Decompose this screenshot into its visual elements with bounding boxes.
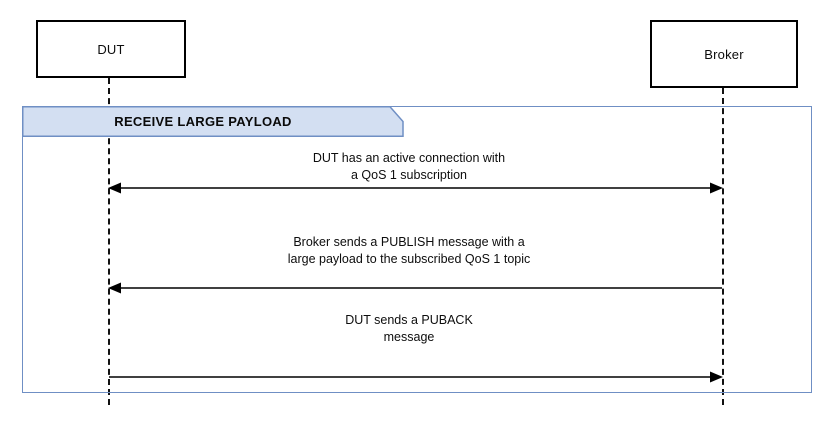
lifeline-broker: [722, 88, 724, 405]
participant-label-broker: Broker: [704, 46, 744, 62]
fragment-header-shape: [22, 106, 404, 137]
participant-label-dut: DUT: [97, 41, 125, 57]
message-3-arrow-right: [109, 371, 723, 383]
participant-box-broker[interactable]: Broker: [650, 20, 798, 88]
message-3-label: DUT sends a PUBACK message: [345, 313, 473, 344]
message-1-arrow-bidirectional: [108, 182, 723, 194]
message-1-label: DUT has an active connection with a QoS …: [312, 151, 506, 182]
fragment-frame: [22, 106, 812, 393]
fragment-header[interactable]: RECEIVE LARGE PAYLOAD: [22, 106, 404, 137]
participant-box-dut[interactable]: DUT: [36, 20, 186, 78]
message-2-label: Broker sends a PUBLISH message with a la…: [287, 235, 531, 266]
message-2-arrow-left: [108, 282, 722, 294]
lifeline-dut: [108, 78, 110, 405]
fragment-header-label: RECEIVE LARGE PAYLOAD: [114, 114, 292, 129]
